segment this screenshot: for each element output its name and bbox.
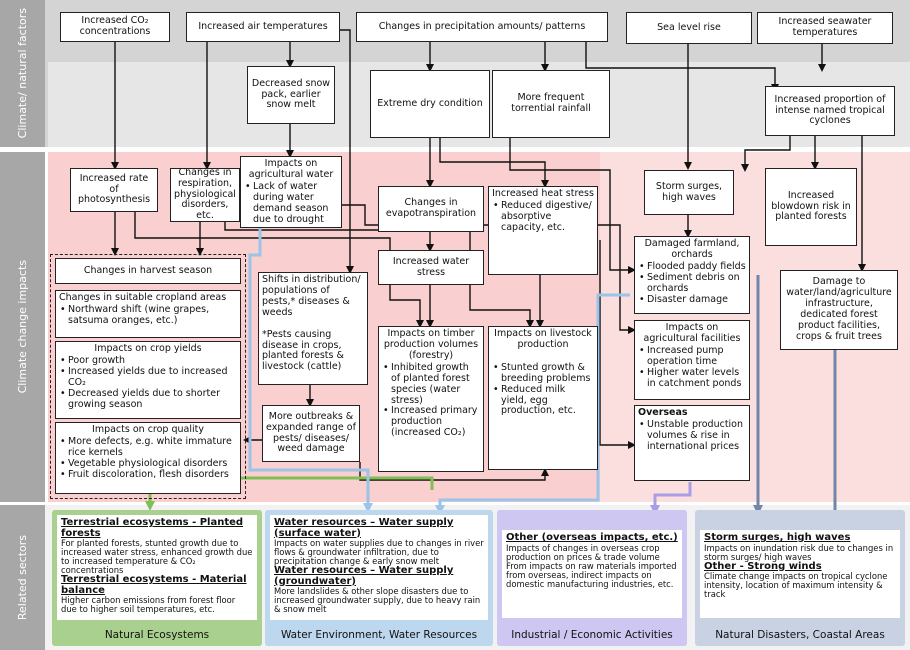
- crop-impacts-group: [50, 254, 246, 499]
- impact-overseas: Overseas Unstable production volumes & r…: [634, 405, 750, 481]
- impact-heat-stress: Increased heat stress Reduced digestive/…: [488, 186, 598, 275]
- factor-air-temp: Increased air temperatures: [186, 12, 340, 42]
- band-label-sectors: Related sectors: [0, 505, 45, 650]
- impact-harvest-season: Changes in harvest season: [55, 258, 241, 284]
- impact-cropland: Changes in suitable cropland areas North…: [55, 290, 241, 338]
- impact-ag-water: Impacts on agricultural water Lack of wa…: [240, 156, 342, 228]
- factor-seawater-temp: Increased seawater temperatures: [757, 12, 893, 44]
- impact-evapotranspiration: Changes in evapotranspiration: [378, 186, 484, 232]
- impact-outbreaks: More outbreaks & expanded range of pests…: [262, 405, 360, 462]
- factor-cyclones: Increased proportion of intense named tr…: [765, 86, 895, 136]
- impact-photosynthesis: Increased rate of photosynthesis: [70, 168, 158, 212]
- impact-crop-yields: Impacts on crop yields Poor growth Incre…: [55, 341, 241, 419]
- band-label-factors: Climate/ natural factors: [0, 0, 45, 147]
- factor-precipitation: Changes in precipitation amounts/ patter…: [356, 12, 608, 42]
- impact-infrastructure: Damage to water/land/agriculture infrast…: [780, 270, 898, 350]
- impact-farmland: Damaged farmland, orchards Flooded paddy…: [634, 236, 750, 314]
- factor-sea-level: Sea level rise: [626, 12, 752, 44]
- band-label-impacts: Climate change impacts: [0, 152, 45, 502]
- impact-facilities: Impacts on agricultural facilities Incre…: [634, 320, 750, 400]
- factor-co2: Increased CO₂ concentrations: [60, 12, 170, 42]
- impact-respiration: Changes in respiration, physiological di…: [170, 168, 240, 222]
- impact-blowdown: Increased blowdown risk in planted fores…: [765, 168, 857, 246]
- impact-crop-quality: Impacts on crop quality More defects, e.…: [55, 422, 241, 494]
- factor-snow: Decreased snow pack, earlier snow melt: [247, 66, 335, 124]
- factor-rain: More frequent torrential rainfall: [492, 70, 610, 138]
- impact-water-stress: Increased water stress: [378, 250, 484, 285]
- sector-natural-disasters: Storm surges, high waves Impacts on inun…: [695, 510, 905, 646]
- factor-dry: Extreme dry condition: [370, 70, 490, 138]
- sector-natural-ecosystems: Terrestrial ecosystems - Planted forests…: [52, 510, 262, 646]
- sector-water-resources: Water resources – Water supply (surface …: [265, 510, 493, 646]
- sector-industrial-economic: Other (overseas impacts, etc.) Impacts o…: [497, 510, 687, 646]
- impact-timber: Impacts on timber production volumes (fo…: [378, 326, 484, 472]
- impact-livestock: Impacts on livestock production Stunted …: [488, 326, 598, 470]
- impact-storm-surges: Storm surges, high waves: [644, 170, 734, 215]
- impact-pests: Shifts in distribution/ populations of p…: [258, 272, 368, 385]
